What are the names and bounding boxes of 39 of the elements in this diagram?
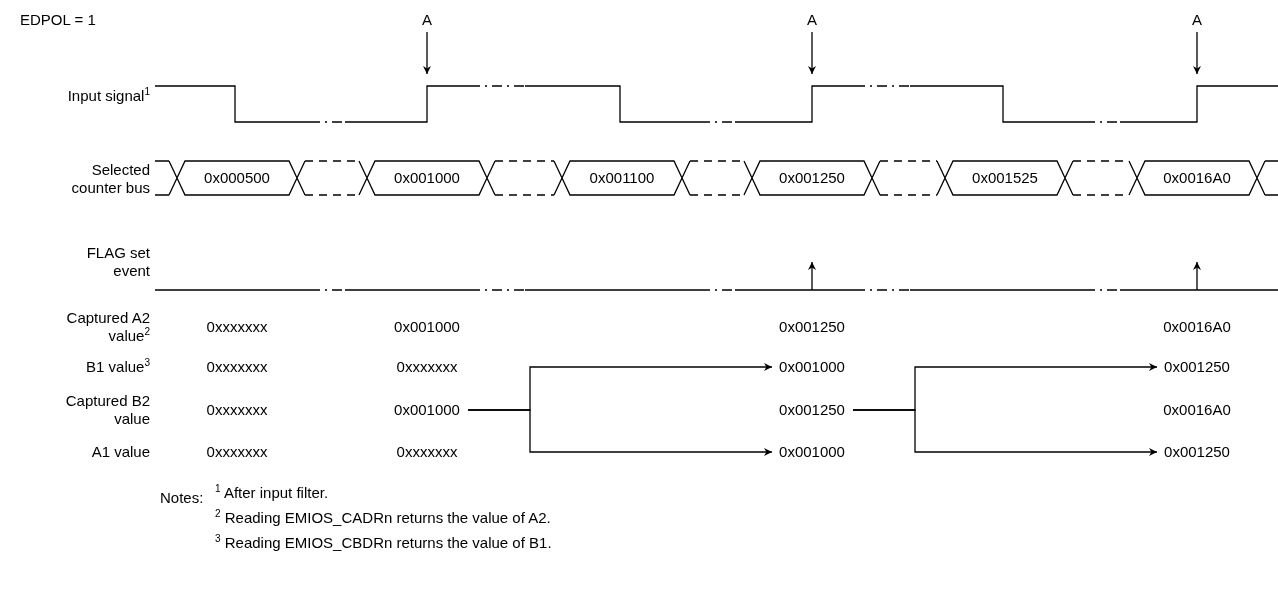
register-value: 0x0016A0 [1163,401,1231,419]
register-value: 0xxxxxxx [206,443,268,461]
bus-value: 0x000500 [204,169,270,187]
register-value: 0x001000 [394,401,460,419]
footnote: $^{3}$ Reading EMIOS_CBDRn returns the value of B1. [215,534,552,552]
row-label: A1 value [90,443,150,461]
notes-heading: Notes: [160,489,204,507]
register-value: 0xxxxxxx [206,401,268,419]
register-value: 0x001250 [1164,358,1230,376]
register-value: 0x001000 [779,443,845,461]
arrow [852,409,1158,456]
event-marker-letter: A [422,11,432,29]
bus-value: 0x0016A0 [1163,169,1231,187]
register-value: 0xxxxxxx [396,358,458,376]
row-label: FLAG set event [85,244,150,280]
bus-value: 0x001000 [394,169,460,187]
bus-value: 0x001525 [972,169,1038,187]
register-value: 0xxxxxxx [206,318,268,336]
row-label: Captured A2 value$^{2}$ [65,309,150,345]
row-label: Input signal$^{1}$ [66,87,150,105]
footnote: $^{1}$ After input filter. [215,484,329,502]
bus-value: 0x001250 [779,169,845,187]
register-value: 0x001250 [1164,443,1230,461]
bus-value: 0x001100 [589,169,655,187]
event-marker-letter: A [1192,11,1202,29]
register-value: 0xxxxxxx [206,358,268,376]
register-value: 0x001000 [779,358,845,376]
register-value: 0xxxxxxx [396,443,458,461]
row-label: Captured B2 value [64,392,150,428]
arrow [467,409,773,456]
register-value: 0x0016A0 [1163,318,1231,336]
register-value: 0x001250 [779,318,845,336]
row-label: Selected counter bus [70,161,150,197]
register-value: 0x001000 [394,318,460,336]
register-value: 0x001250 [779,401,845,419]
row-label: B1 value$^{3}$ [85,358,150,376]
event-marker-letter: A [807,11,817,29]
footnote: $^{2}$ Reading EMIOS_CADRn returns the value of A2. [215,509,551,527]
mode-label: EDPOL = 1 [20,11,96,29]
